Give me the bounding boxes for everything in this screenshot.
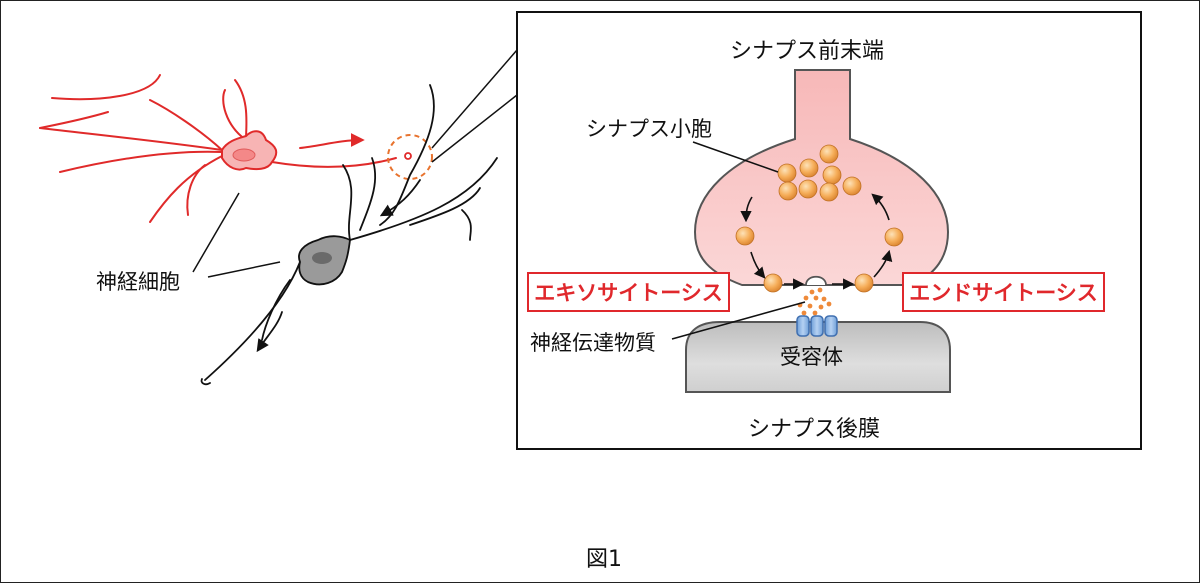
vesicle-cycle-arrows — [740, 193, 893, 290]
exocytosis-label: エキソサイトーシス — [527, 272, 730, 312]
figure-caption: 図1 — [586, 547, 622, 572]
synaptic-vesicle-label: シナプス小胞 — [586, 117, 712, 141]
receptor-label: 受容体 — [780, 345, 843, 369]
zoom-connector-lines — [431, 49, 518, 163]
presynaptic-terminal — [693, 69, 950, 286]
black-neuron — [200, 84, 498, 386]
axon-terminal-dot — [404, 152, 412, 160]
neuron-label: 神経細胞 — [96, 270, 180, 294]
presynaptic-terminal-label: シナプス前末端 — [730, 39, 885, 64]
red-neuron-body — [221, 130, 278, 171]
panel-leader-lines — [671, 141, 806, 340]
red-neuron — [39, 74, 397, 223]
fusing-vesicle — [805, 275, 827, 286]
zoom-region-circle — [387, 134, 433, 180]
neurotransmitter-dots — [797, 287, 832, 316]
postsynaptic-membrane-label: シナプス後膜 — [748, 417, 881, 442]
receptors — [796, 315, 838, 337]
postsynaptic-membrane — [685, 321, 951, 393]
endocytosis-label: エンドサイトーシス — [902, 272, 1105, 312]
neurotransmitter-label: 神経伝達物質 — [530, 331, 656, 355]
neuron-leader-lines — [192, 192, 281, 278]
gray-neuron-body — [298, 235, 351, 286]
synaptic-vesicles — [735, 144, 904, 293]
